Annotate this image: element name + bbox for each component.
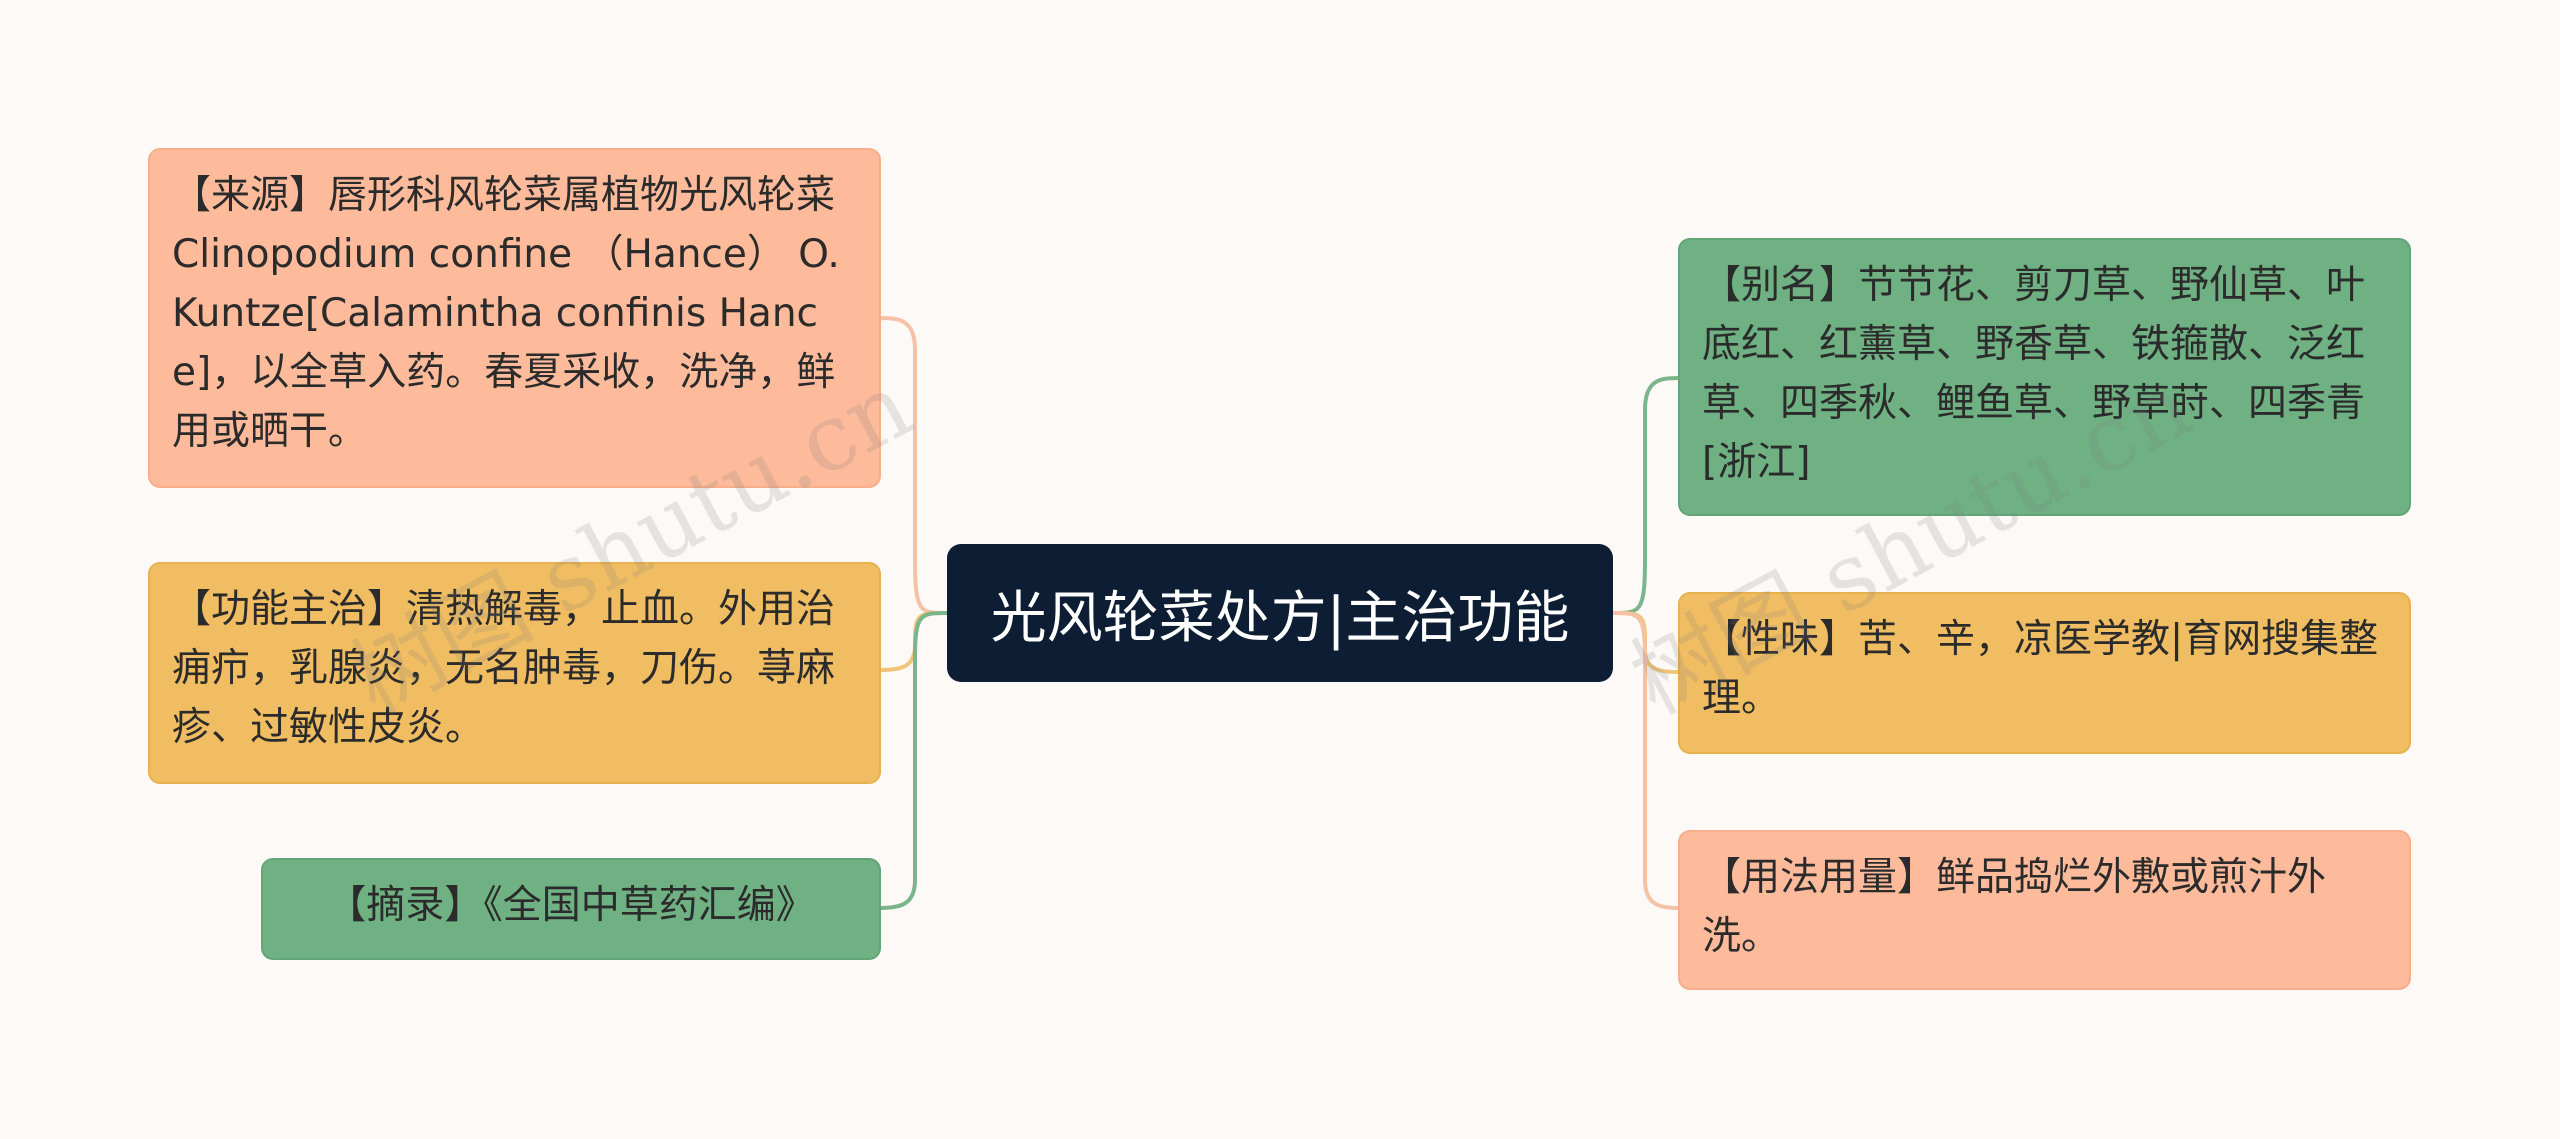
link-left-excerpt <box>879 611 948 910</box>
node-source-text: 【来源】唇形科风轮菜属植物光风轮菜Clinopodium confine （Ha… <box>172 173 840 454</box>
link-left-source <box>879 316 948 615</box>
node-usage-text: 【用法用量】鲜品捣烂外敷或煎汁外洗。 <box>1702 855 2327 959</box>
node-function[interactable]: 【功能主治】清热解毒，止血。外用治痈疖，乳腺炎，无名肿毒，刀伤。荨麻疹、过敏性皮… <box>148 562 881 784</box>
link-right-alias <box>1612 376 1679 615</box>
node-alias-text: 【别名】节节花、剪刀草、野仙草、叶底红、红薰草、野香草、铁箍散、泛红草、四季秋、… <box>1702 263 2366 485</box>
node-taste[interactable]: 【性味】苦、辛，凉医学教|育网搜集整理。 <box>1678 592 2411 754</box>
node-function-text: 【功能主治】清热解毒，止血。外用治痈疖，乳腺炎，无名肿毒，刀伤。荨麻疹、过敏性皮… <box>172 587 836 750</box>
node-excerpt[interactable]: 【摘录】《全国中草药汇编》 <box>261 858 881 960</box>
root-title: 光风轮菜处方|主治功能 <box>990 585 1570 651</box>
root-node[interactable]: 光风轮菜处方|主治功能 <box>947 544 1613 682</box>
link-right-usage <box>1612 611 1679 910</box>
node-alias[interactable]: 【别名】节节花、剪刀草、野仙草、叶底红、红薰草、野香草、铁箍散、泛红草、四季秋、… <box>1678 238 2411 516</box>
node-taste-text: 【性味】苦、辛，凉医学教|育网搜集整理。 <box>1702 617 2379 721</box>
node-excerpt-text: 【摘录】《全国中草药汇编》 <box>327 883 815 928</box>
node-usage[interactable]: 【用法用量】鲜品捣烂外敷或煎汁外洗。 <box>1678 830 2411 990</box>
node-source[interactable]: 【来源】唇形科风轮菜属植物光风轮菜Clinopodium confine （Ha… <box>148 148 881 488</box>
